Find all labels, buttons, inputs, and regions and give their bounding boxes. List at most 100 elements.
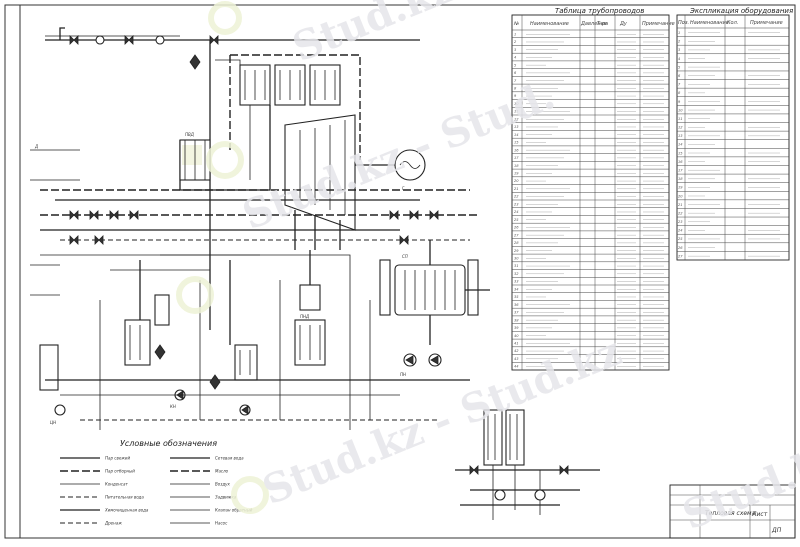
pipes-row-number: 26 bbox=[514, 226, 519, 230]
eq-row-number: 24 bbox=[678, 229, 683, 233]
pipes-row-number: 14 bbox=[514, 133, 519, 137]
eq-row-number: 16 bbox=[678, 160, 683, 164]
pipes-row-number: 10 bbox=[514, 102, 519, 106]
eq-row-number: 13 bbox=[678, 134, 683, 138]
legend-title: Условные обозначения bbox=[120, 439, 217, 448]
pipes-row-number: 30 bbox=[514, 257, 519, 261]
label-d: Д bbox=[34, 144, 38, 149]
eq-row-number: 23 bbox=[678, 220, 683, 224]
eq-row-number: 8 bbox=[678, 91, 681, 95]
eq-row-number: 20 bbox=[678, 194, 683, 198]
legend-item-label: Пар отборный bbox=[105, 469, 135, 474]
legend-item-label: Клапан обратный bbox=[215, 508, 253, 513]
pipes-row-number: 33 bbox=[514, 280, 519, 284]
pipes-row-number: 17 bbox=[514, 156, 519, 160]
pipes-row-number: 29 bbox=[514, 249, 519, 253]
pipes-row-number: 31 bbox=[514, 264, 519, 268]
legend-item-label: Воздух bbox=[215, 482, 230, 487]
pipes-row-number: 39 bbox=[514, 326, 519, 330]
eq-row-number: 27 bbox=[678, 254, 683, 258]
label-generator: Г bbox=[402, 186, 405, 191]
thermal-schematic: Д ПВД Г СП ПНД ПН КН ЦН bbox=[30, 27, 490, 430]
pipes-row-number: 5 bbox=[514, 63, 517, 67]
watermark-logo-1 bbox=[208, 1, 242, 35]
pipes-row-number: 36 bbox=[514, 303, 519, 307]
eq-row-number: 26 bbox=[678, 246, 683, 250]
label-sp: СП bbox=[402, 254, 408, 259]
legend-item-label: Сетевая вода bbox=[215, 456, 244, 461]
pipes-row-number: 19 bbox=[514, 172, 519, 176]
eq-row-number: 18 bbox=[678, 177, 683, 181]
eq-row-number: 1 bbox=[678, 31, 680, 35]
pipes-table: Таблица трубопроводов № Наименование Дав… bbox=[511, 7, 675, 371]
pipes-col-note: Примечание bbox=[642, 21, 675, 27]
title-sheet: Лист bbox=[751, 511, 768, 518]
pipes-row-number: 16 bbox=[514, 148, 519, 152]
pipes-row-number: 21 bbox=[514, 187, 519, 191]
pipes-col-dn: Ду bbox=[619, 21, 628, 27]
watermark-text-1: Stud.kz bbox=[286, 0, 460, 71]
pipes-row-number: 35 bbox=[514, 295, 519, 299]
watermark-logo-3 bbox=[176, 276, 214, 314]
eq-row-number: 25 bbox=[678, 237, 683, 241]
eq-row-number: 21 bbox=[678, 203, 683, 207]
eq-row-number: 3 bbox=[678, 48, 681, 52]
pipes-row-number: 7 bbox=[514, 79, 517, 83]
pipes-row-number: 44 bbox=[514, 365, 519, 369]
pipes-row-number: 43 bbox=[514, 357, 519, 361]
pipes-row-number: 22 bbox=[514, 195, 519, 199]
eq-row-number: 6 bbox=[678, 74, 681, 78]
legend-item-label: Конденсат bbox=[105, 482, 128, 487]
eq-row-number: 4 bbox=[678, 57, 681, 61]
pipes-row-number: 12 bbox=[514, 117, 519, 121]
pipes-row-number: 18 bbox=[514, 164, 519, 168]
eq-row-number: 17 bbox=[678, 168, 683, 172]
equipment-table: Экспликация оборудования Поз. Наименован… bbox=[676, 7, 793, 261]
pipes-row-number: 28 bbox=[514, 241, 519, 245]
watermark-text-4: Stud.kz bbox=[676, 432, 800, 539]
eq-row-number: 11 bbox=[678, 117, 683, 121]
pipes-row-number: 27 bbox=[514, 233, 519, 237]
eq-row-number: 7 bbox=[678, 83, 681, 87]
pipes-row-number: 32 bbox=[514, 272, 519, 276]
pipes-table-title: Таблица трубопроводов bbox=[555, 7, 644, 15]
pipes-row-number: 25 bbox=[514, 218, 519, 222]
pipes-col-num: № bbox=[513, 21, 519, 27]
eq-row-number: 22 bbox=[678, 211, 683, 215]
pipes-row-number: 8 bbox=[514, 87, 517, 91]
eq-row-number: 19 bbox=[678, 186, 683, 190]
eq-row-number: 15 bbox=[678, 151, 683, 155]
pipes-row-number: 1 bbox=[514, 32, 516, 36]
eq-row-number: 2 bbox=[678, 40, 681, 44]
eq-row-number: 12 bbox=[678, 126, 683, 130]
label-pn: ПН bbox=[400, 372, 406, 377]
label-pnd: ПНД bbox=[300, 314, 309, 319]
label-tsn: ЦН bbox=[50, 420, 56, 425]
eq-row-number: 10 bbox=[678, 108, 683, 112]
pipes-row-number: 23 bbox=[514, 202, 519, 206]
eq-col-pos: Поз. bbox=[678, 20, 689, 26]
watermark-logo-2 bbox=[206, 141, 244, 179]
pipes-row-number: 3 bbox=[514, 48, 517, 52]
pipes-row-number: 42 bbox=[514, 349, 519, 353]
title-code: ДП bbox=[771, 527, 782, 534]
pipes-row-number: 2 bbox=[514, 40, 517, 44]
legend-item-label: Масло bbox=[215, 469, 229, 474]
eq-row-number: 9 bbox=[678, 100, 681, 104]
legend-item-label: Пар свежий bbox=[105, 456, 130, 461]
legend-item-label: Химочищенная вода bbox=[104, 508, 149, 513]
pipes-col-temp: Т-ра bbox=[597, 21, 608, 27]
title-block: Тепловая схема Лист ДП bbox=[669, 484, 796, 539]
label-pvd: ПВД bbox=[185, 132, 194, 137]
pipes-row-number: 15 bbox=[514, 141, 519, 145]
pipes-row-number: 24 bbox=[514, 210, 519, 214]
pipes-col-name: Наименование bbox=[530, 21, 569, 27]
pipes-row-number: 6 bbox=[514, 71, 517, 75]
detail-schematic bbox=[455, 409, 600, 520]
pipes-row-number: 4 bbox=[514, 56, 517, 60]
legend-item-label: Насос bbox=[215, 521, 228, 526]
eq-col-qty: Кол. bbox=[727, 20, 738, 26]
eq-row-number: 5 bbox=[678, 65, 681, 69]
eq-row-number: 14 bbox=[678, 143, 683, 147]
